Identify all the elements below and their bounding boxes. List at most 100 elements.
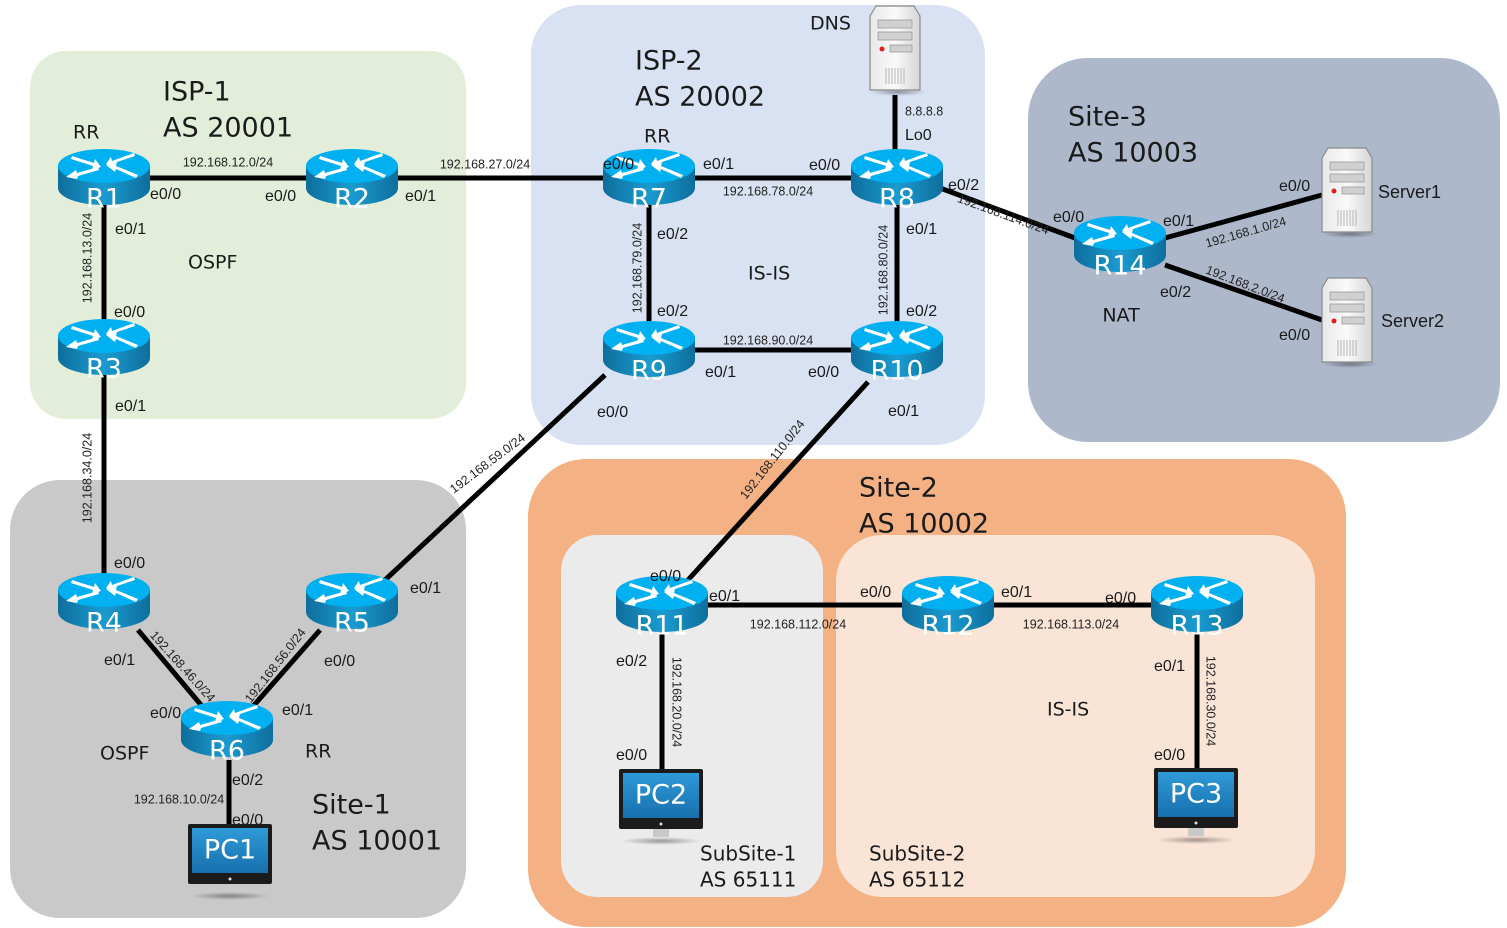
pc-stand — [653, 827, 669, 837]
link-cable[interactable] — [1164, 262, 1323, 323]
router-name: R7 — [631, 184, 667, 215]
router-r9[interactable]: R9 — [603, 321, 695, 387]
router-arrows-icon — [314, 153, 386, 179]
server-name: Server2 — [1381, 311, 1444, 331]
link-r8-r14[interactable] — [939, 185, 1076, 241]
interface-label: e0/1 — [1154, 658, 1185, 675]
routing-protocol-label: IS-IS — [748, 263, 790, 285]
interface-label: e0/2 — [232, 772, 263, 789]
link-r14-server1[interactable] — [1164, 192, 1323, 241]
interface-label: e0/1 — [906, 221, 937, 238]
link-r4-r6[interactable] — [136, 628, 209, 714]
zone-name: Site-2 — [859, 473, 938, 504]
router-name: R5 — [334, 608, 370, 639]
router-name: R1 — [86, 184, 122, 215]
interface-label: e0/0 — [150, 705, 181, 722]
interface-label: e0/1 — [705, 364, 736, 381]
zone-name: ISP-2 — [635, 46, 703, 77]
zone-as-number: AS 65112 — [869, 868, 965, 892]
router-r13[interactable]: R13 — [1151, 576, 1243, 642]
pc-stand — [222, 882, 238, 892]
routing-protocol-label: OSPF — [188, 252, 237, 274]
interface-label: e0/0 — [265, 188, 296, 205]
zone-as-number: AS 65111 — [700, 868, 796, 892]
zone-name: Site-3 — [1068, 102, 1147, 133]
server-bay — [1329, 291, 1365, 301]
subnet-label: 192.168.27.0/24 — [440, 157, 530, 171]
zone-name: SubSite-2 — [869, 842, 965, 866]
interface-label: e0/0 — [114, 555, 145, 572]
router-r1[interactable]: R1 — [58, 149, 150, 215]
interface-label: e0/0 — [1053, 209, 1084, 226]
interface-label: e0/1 — [888, 403, 919, 420]
link-cable[interactable] — [383, 373, 607, 582]
router-r3[interactable]: R3 — [58, 319, 150, 385]
interface-label: e0/2 — [657, 226, 688, 243]
link-r10-r11[interactable] — [686, 380, 870, 582]
router-r14[interactable]: R14 — [1074, 216, 1166, 282]
zone-name: Site-1 — [312, 790, 391, 821]
subnet-label: 192.168.90.0/24 — [723, 333, 813, 347]
pc-pc3[interactable]: PC3 — [1154, 768, 1238, 844]
pc-pc1[interactable]: PC1 — [188, 824, 272, 900]
router-arrows-icon — [611, 153, 683, 179]
link-r5-r6[interactable] — [246, 628, 322, 714]
server-dns[interactable] — [869, 5, 926, 96]
pc-shadow — [621, 837, 701, 845]
server-status-led — [1331, 188, 1337, 194]
interface-label: e0/1 — [115, 398, 146, 415]
router-r11[interactable]: R11 — [616, 576, 708, 642]
interface-label: e0/1 — [115, 221, 146, 238]
pc-screen — [192, 828, 268, 873]
link-cable[interactable] — [246, 628, 322, 714]
link-r9-r5[interactable] — [383, 373, 607, 582]
router-r5[interactable]: R5 — [306, 573, 398, 639]
interface-label: e0/2 — [948, 177, 979, 194]
link-cable[interactable] — [939, 185, 1076, 241]
pc-name: PC1 — [204, 835, 256, 866]
router-role-label: RR — [73, 122, 99, 144]
interface-label: e0/0 — [1105, 590, 1136, 607]
link-cable[interactable] — [686, 380, 870, 582]
interface-label: e0/0 — [616, 747, 647, 764]
interface-label: e0/2 — [906, 303, 937, 320]
zone-as-number: AS 10002 — [859, 509, 989, 540]
subnet-label: 192.168.20.0/24 — [670, 657, 684, 747]
router-r6[interactable]: R6 — [181, 701, 273, 767]
router-arrows-icon — [859, 153, 931, 179]
router-name: R14 — [1093, 251, 1146, 282]
link-cable[interactable] — [1164, 192, 1323, 241]
router-r10[interactable]: R10 — [851, 321, 943, 387]
interface-label: e0/0 — [232, 812, 263, 829]
router-name: R12 — [921, 611, 974, 642]
router-name: R10 — [870, 356, 923, 387]
pc-shadow — [1156, 836, 1236, 844]
router-name: R3 — [86, 354, 122, 385]
zone-site3-background — [1028, 58, 1500, 442]
subnet-label: 192.168.13.0/24 — [80, 213, 94, 303]
server-server1[interactable] — [1321, 147, 1378, 238]
pc-pc2[interactable]: PC2 — [619, 769, 703, 845]
router-r8[interactable]: R8 — [851, 149, 943, 215]
router-r4[interactable]: R4 — [58, 573, 150, 639]
interface-label: e0/2 — [657, 303, 688, 320]
interface-label: e0/0 — [808, 364, 839, 381]
zone-as-number: AS 10003 — [1068, 138, 1198, 169]
router-arrows-icon — [910, 580, 982, 606]
server-status-led — [879, 46, 885, 52]
router-role-label: RR — [305, 741, 331, 763]
link-r14-server2[interactable] — [1164, 262, 1323, 323]
interface-label: e0/0 — [324, 653, 355, 670]
router-r7[interactable]: R7 — [603, 149, 695, 215]
interface-label: e0/0 — [603, 156, 634, 173]
interface-label: e0/1 — [405, 188, 436, 205]
interface-label: e0/1 — [1001, 584, 1032, 601]
zone-name: SubSite-1 — [700, 842, 796, 866]
pc-power-led — [1194, 821, 1198, 825]
router-r2[interactable]: R2 — [306, 149, 398, 215]
router-r12[interactable]: R12 — [902, 576, 994, 642]
interface-label: e0/0 — [114, 304, 145, 321]
link-cable[interactable] — [136, 628, 209, 714]
server-server2[interactable] — [1321, 277, 1378, 368]
interface-label: e0/0 — [650, 568, 681, 585]
